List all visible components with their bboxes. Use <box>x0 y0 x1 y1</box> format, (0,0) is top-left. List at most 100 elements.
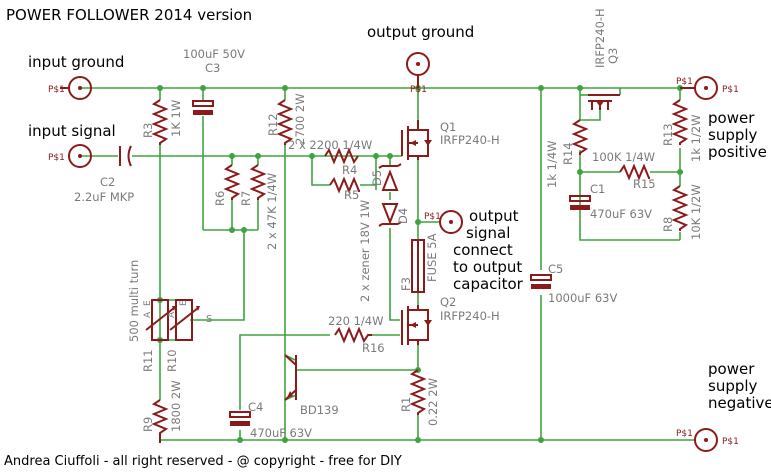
svg-text:P$1: P$1 <box>424 212 441 222</box>
mosfet-q2 <box>401 305 432 345</box>
q3-name: Q3 <box>606 48 620 64</box>
label-input-ground: input ground <box>28 53 124 71</box>
c3-value: 100uF 50V <box>183 47 245 61</box>
bd139-label: BD139 <box>300 403 339 417</box>
c4-value: 470uF 63V <box>250 426 312 440</box>
fuse-f3 <box>411 239 425 293</box>
resistor-r7 <box>249 164 267 200</box>
resistor-r8 <box>671 185 689 231</box>
trimmer-r10 <box>169 299 200 341</box>
d4-value: 2 x zener 18V 1W <box>358 200 372 302</box>
r11-pin-a: A <box>143 311 153 318</box>
terminal-input-signal: P$1 <box>48 144 92 168</box>
c5-value: 1000uF 63V <box>548 291 617 305</box>
q2-name: Q2 <box>440 295 456 309</box>
r15-value: 100K 1/4W <box>592 150 655 164</box>
resistor-r14 <box>571 119 589 155</box>
r1-name: R1 <box>399 397 413 412</box>
label-output-line-2: signal <box>466 224 510 242</box>
q1-name: Q1 <box>440 120 456 134</box>
f3-value: FUSE 5A <box>425 233 439 282</box>
resistor-r1 <box>409 369 427 415</box>
capacitor-c3 <box>192 100 214 115</box>
f3-name: F3 <box>399 277 413 291</box>
svg-text:P$1: P$1 <box>722 85 739 95</box>
diagram-title: POWER FOLLOWER 2014 version <box>6 6 252 24</box>
d5-name: D5 <box>370 170 384 186</box>
r10-pin-e: E <box>179 300 189 306</box>
svg-text:P$1: P$1 <box>676 77 693 87</box>
r16-value: 220 1/4W <box>328 314 383 328</box>
capacitor-c2 <box>119 145 132 167</box>
zener-d4 <box>378 203 402 227</box>
label-psu-neg-3: negative <box>708 394 771 412</box>
label-output-line-4: to output <box>453 258 522 276</box>
label-output-line-1: output <box>469 207 519 225</box>
mosfet-q3 <box>588 94 620 110</box>
r10-name: R10 <box>165 349 179 372</box>
label-output-line-5: capacitor <box>453 275 524 293</box>
svg-text:P$1: P$1 <box>676 429 693 439</box>
resistor-r6 <box>223 164 241 200</box>
r7-name: R7 <box>239 191 253 206</box>
r3-value: 1K 1W <box>169 100 183 137</box>
capacitor-c1 <box>569 195 591 210</box>
resistor-r5 <box>329 176 360 194</box>
resistor-r16 <box>334 326 372 344</box>
label-psu-pos-1: power <box>708 109 755 127</box>
transistor-bd139 <box>284 354 297 401</box>
q1-value: IRFP240-H <box>440 133 500 147</box>
label-psu-pos-3: positive <box>708 143 767 161</box>
r11-pin-e: E <box>143 300 153 306</box>
r1-value: 0.22 2W <box>426 378 440 426</box>
footer-copyright: Andrea Ciuffoli - all right reserved - @… <box>4 454 402 469</box>
r4-value: 2 x 2200 1/4W <box>288 138 372 152</box>
resistor-r9 <box>151 399 169 443</box>
terminal-output-signal: P$1 <box>424 210 463 234</box>
r14-value: 1k 1/4W <box>545 140 559 188</box>
r15-name: R15 <box>633 177 656 191</box>
resistor-r13 <box>671 99 689 145</box>
terminal-output-ground: P$1 <box>406 52 430 95</box>
r7-value: 2 x 47K 1/4W <box>265 173 279 250</box>
label-output-ground: output ground <box>367 23 474 41</box>
r12-name: R12 <box>266 113 280 136</box>
capacitor-c4 <box>229 411 251 426</box>
label-psu-neg-2: supply <box>708 377 758 395</box>
label-output-line-3: connect <box>453 241 513 259</box>
c1-name: C1 <box>590 182 605 196</box>
svg-text:P$1: P$1 <box>722 437 739 447</box>
r16-name: R16 <box>362 341 385 355</box>
terminal-input-ground: P$1 <box>48 76 92 100</box>
zener-d5 <box>378 163 402 191</box>
resistor-r12 <box>276 99 294 145</box>
label-psu-neg-1: power <box>708 360 755 378</box>
label-psu-pos-2: supply <box>708 126 758 144</box>
label-input-signal: input signal <box>28 122 116 140</box>
capacitor-c5 <box>530 274 552 289</box>
resistor-r15 <box>619 163 650 181</box>
svg-text:P$1: P$1 <box>48 85 65 95</box>
terminal-psu-negative: P$1 P$1 <box>676 428 739 452</box>
r11-value: 500 multi turn <box>127 260 141 342</box>
q3-value: IRFP240-H <box>593 8 607 68</box>
svg-text:P$1: P$1 <box>48 153 65 163</box>
r9-name: R9 <box>141 417 155 432</box>
r6-name: R6 <box>213 191 227 206</box>
r11-name: R11 <box>141 349 155 372</box>
r3-name: R3 <box>141 123 155 138</box>
c3-name: C3 <box>205 61 220 75</box>
c2-value: 2.2uF MKP <box>74 190 134 204</box>
c1-value: 470uF 63V <box>590 207 652 221</box>
c2-name: C2 <box>100 175 115 189</box>
resistor-r3 <box>151 99 169 145</box>
r4-name: R4 <box>342 163 357 177</box>
svg-text:P$1: P$1 <box>410 85 427 95</box>
q2-value: IRFP240-H <box>440 309 500 323</box>
c4-name: C4 <box>248 400 263 414</box>
c5-name: C5 <box>548 262 563 276</box>
terminal-psu-positive: P$1 P$1 <box>676 76 739 100</box>
r8-value: 10K 1/2W <box>689 184 703 240</box>
r10-pin-a: A <box>167 311 177 318</box>
